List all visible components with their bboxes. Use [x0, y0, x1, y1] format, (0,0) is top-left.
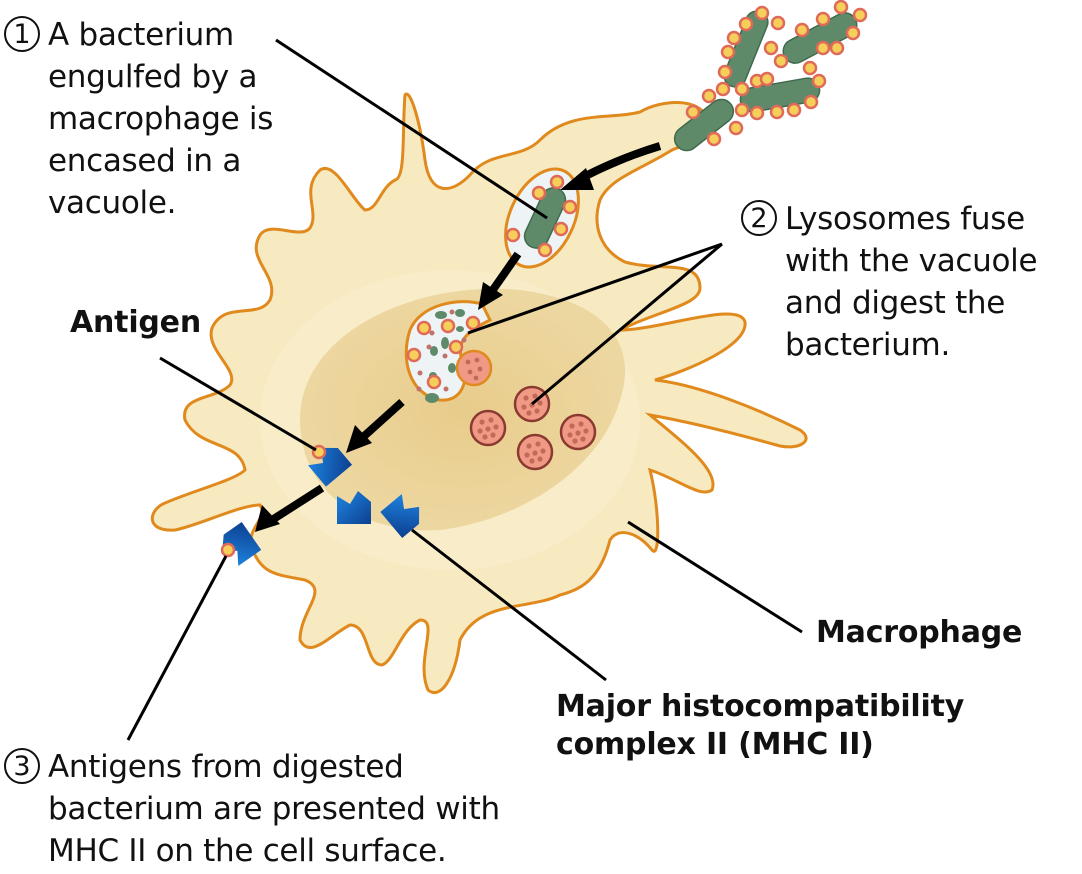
- leader-lines: [126, 38, 803, 741]
- nucleus-region: [300, 288, 626, 531]
- vacuole-engulfed: [504, 167, 580, 269]
- step-3-text: Antigens from digested bacterium are pre…: [48, 749, 500, 869]
- macrophage-cell: [150, 92, 808, 694]
- step-1: 1 A bacterium engulfed by a macrophage i…: [4, 14, 273, 224]
- step-3: 3 Antigens from digested bacterium are p…: [4, 746, 500, 872]
- step-1-text: A bacterium engulfed by a macrophage is …: [48, 17, 274, 221]
- step-2: 2 Lysosomes fuse with the vacuole and di…: [741, 198, 1038, 366]
- step-number-badge: 3: [4, 748, 40, 784]
- process-arrows: [255, 142, 662, 532]
- label-mhc-ii: Major histocompatibility complex II (MHC…: [556, 689, 965, 762]
- step-number-badge: 2: [741, 200, 777, 236]
- step-2-text: Lysosomes fuse with the vacuole and dige…: [785, 201, 1038, 363]
- label-macrophage: Macrophage: [816, 615, 1023, 650]
- step-number-badge: 1: [4, 16, 40, 52]
- bacteria-cluster: [673, 0, 868, 152]
- phagolysosome: [404, 300, 493, 403]
- label-antigen: Antigen: [70, 305, 201, 340]
